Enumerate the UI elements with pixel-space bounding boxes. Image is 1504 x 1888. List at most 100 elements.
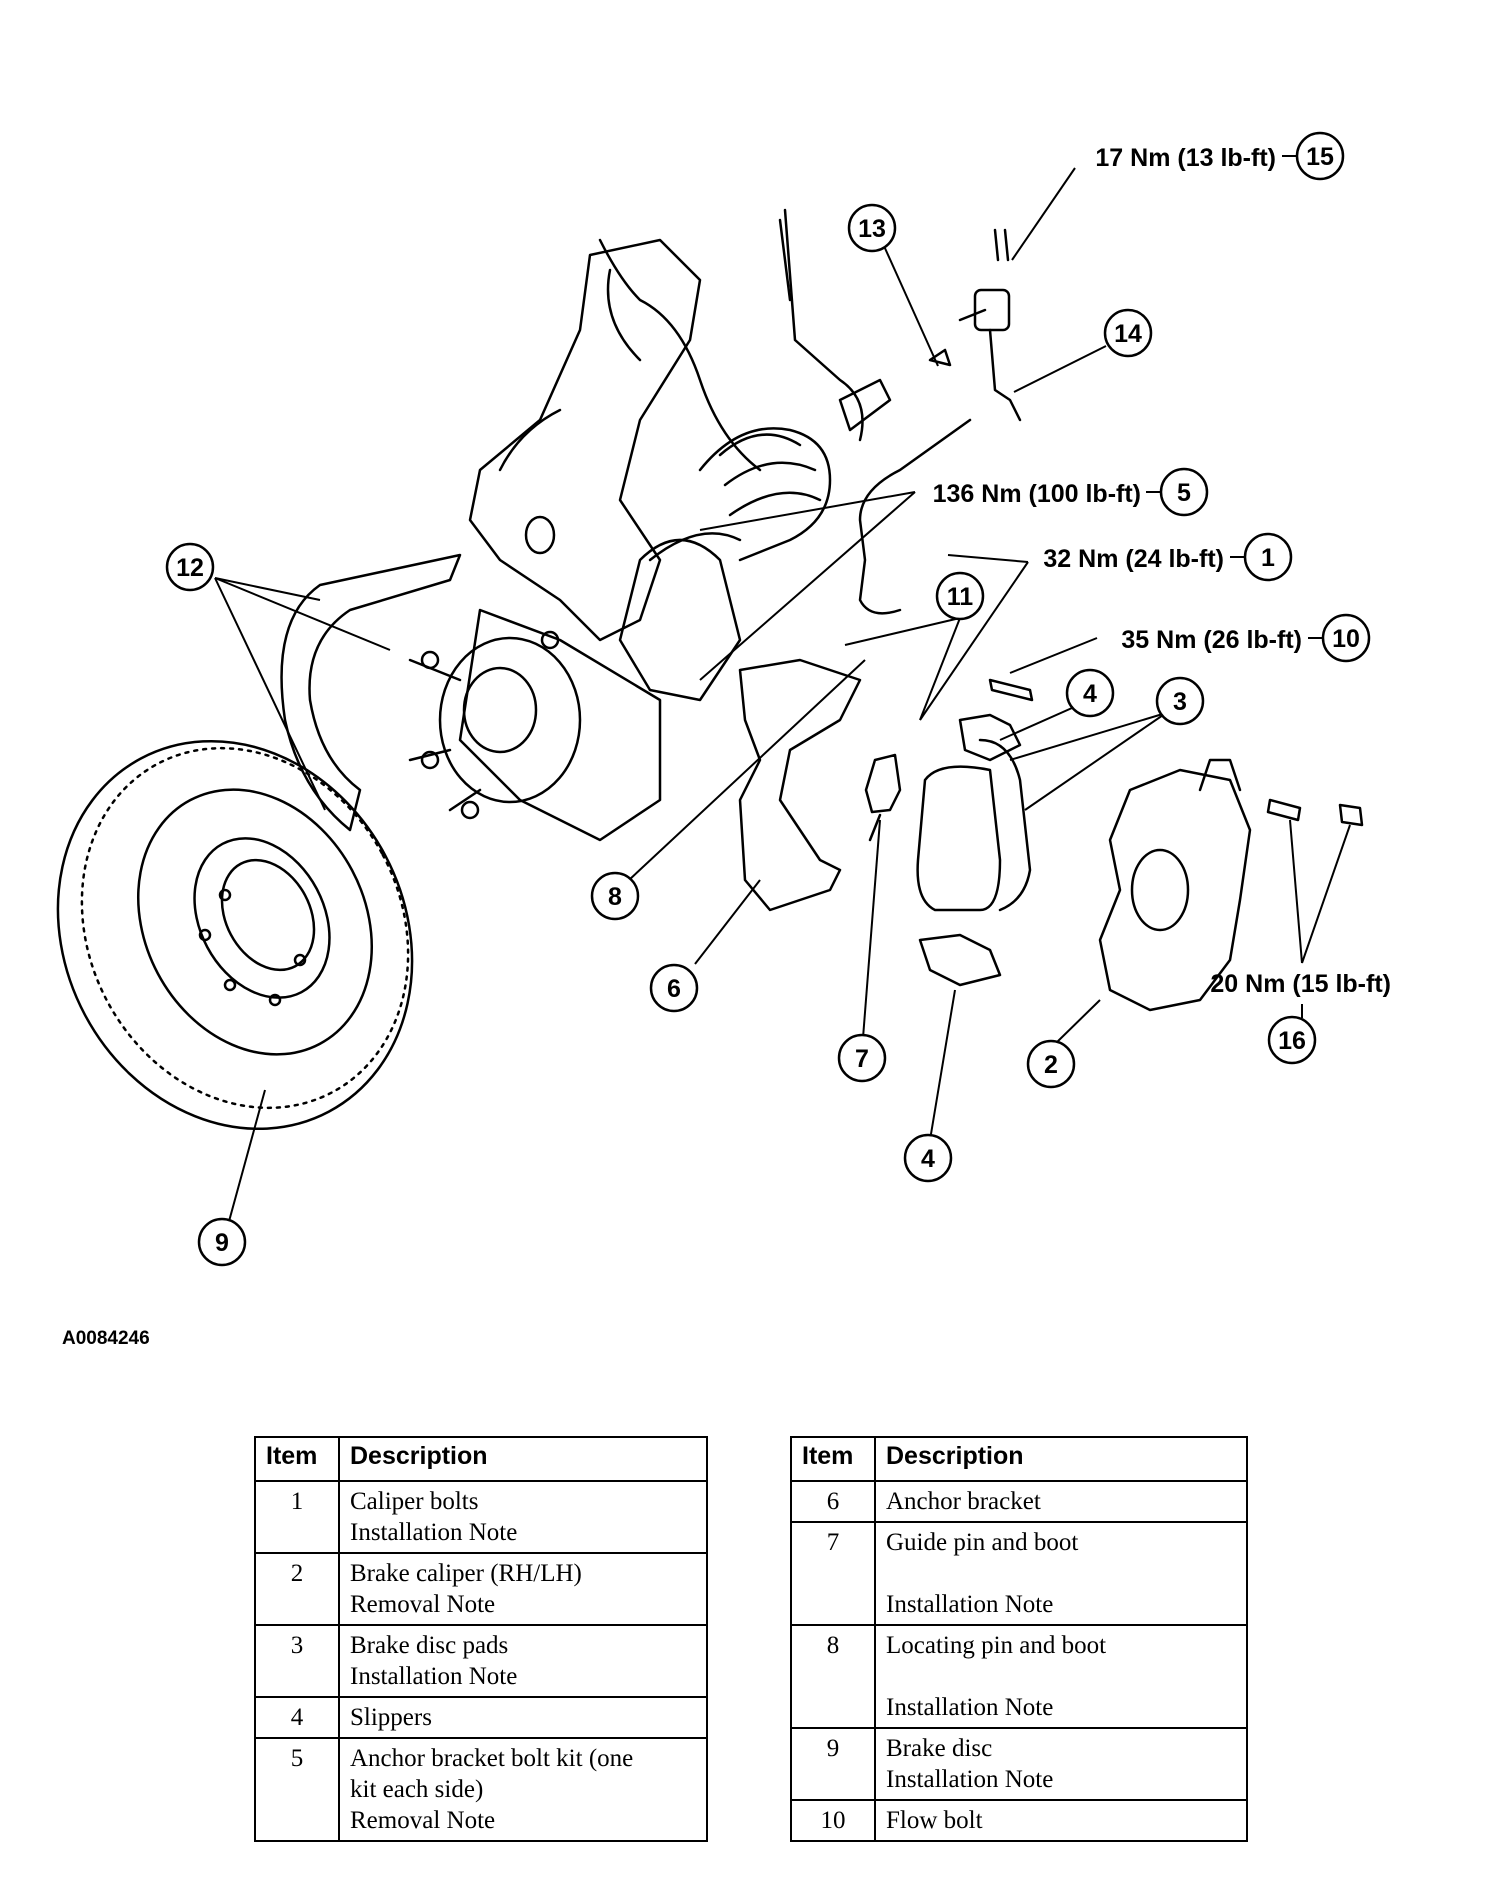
torque-labels: 17 Nm (13 lb-ft) 136 Nm (100 lb-ft) 32 N… xyxy=(933,144,1391,998)
item-number-cell: 5 xyxy=(254,1737,340,1842)
caliper-drawing xyxy=(1098,758,1252,1012)
description-line: Caliper bolts xyxy=(350,1488,479,1515)
exploded-brake-diagram: 17 Nm (13 lb-ft) 136 Nm (100 lb-ft) 32 N… xyxy=(56,131,1391,1267)
column-header-item: Item xyxy=(790,1436,876,1482)
item-number-cell: 3 xyxy=(254,1624,340,1698)
description-line: Locating pin and boot xyxy=(886,1632,1107,1659)
svg-text:13: 13 xyxy=(858,215,886,243)
item-number-cell: 8 xyxy=(790,1624,876,1729)
description-line: Installation Note xyxy=(886,1694,1054,1721)
callout-16: 16 xyxy=(1267,1015,1317,1065)
callout-11: 11 xyxy=(935,571,985,621)
column-header-description: Description xyxy=(874,1436,1248,1482)
description-line: kit each side) xyxy=(350,1776,484,1803)
table-row: 6 Anchor bracket xyxy=(790,1480,1248,1523)
description-line: Anchor bracket xyxy=(886,1488,1041,1515)
svg-text:14: 14 xyxy=(1114,320,1142,348)
callout-1: 1 xyxy=(1243,532,1293,582)
brake-disc-drawing xyxy=(56,739,414,1131)
torque-spec-10: 35 Nm (26 lb-ft) xyxy=(1121,626,1302,654)
svg-text:4: 4 xyxy=(921,1145,935,1173)
svg-text:16: 16 xyxy=(1278,1027,1306,1055)
column-header-item: Item xyxy=(254,1436,340,1482)
caliper-bolt-drawing xyxy=(988,678,1034,702)
torque-spec-16: 20 Nm (15 lb-ft) xyxy=(1210,970,1391,998)
description-line: Removal Note xyxy=(350,1807,496,1834)
callout-5: 5 xyxy=(1159,467,1209,517)
svg-text:7: 7 xyxy=(855,1045,869,1073)
description-cell: Anchor bracket xyxy=(874,1480,1248,1523)
item-number-cell: 6 xyxy=(790,1480,876,1523)
item-number-cell: 7 xyxy=(790,1521,876,1626)
description-cell: Guide pin and boot Installation Note xyxy=(874,1521,1248,1626)
svg-text:4: 4 xyxy=(1083,680,1097,708)
callout-13: 13 xyxy=(847,203,897,253)
item-number-cell: 2 xyxy=(254,1552,340,1626)
leader-lines xyxy=(214,167,1351,1226)
description-line: Brake disc pads xyxy=(350,1632,509,1659)
brake-hose-drawing xyxy=(858,418,972,615)
description-line xyxy=(886,1558,1236,1589)
description-line: Slippers xyxy=(350,1704,432,1731)
svg-text:1: 1 xyxy=(1261,544,1275,572)
callout-4-lower: 4 xyxy=(903,1133,953,1183)
table-header-row: Item Description xyxy=(254,1436,708,1482)
description-line: Anchor bracket bolt kit (one xyxy=(350,1745,634,1772)
description-cell: Flow bolt xyxy=(874,1799,1248,1842)
svg-text:12: 12 xyxy=(176,554,204,582)
figure-id: A0084246 xyxy=(62,1328,150,1349)
brake-pads-drawing xyxy=(916,738,1032,912)
table-header-row: Item Description xyxy=(790,1436,1248,1482)
torque-spec-5: 136 Nm (100 lb-ft) xyxy=(933,480,1141,508)
guide-pin-drawing xyxy=(864,753,902,842)
callout-2: 2 xyxy=(1026,1039,1076,1089)
callout-4-upper: 4 xyxy=(1065,668,1115,718)
driveshaft-boot-drawing xyxy=(648,378,892,562)
svg-text:8: 8 xyxy=(608,883,622,911)
abs-sensor-drawing xyxy=(928,228,1022,422)
description-line: Installation Note xyxy=(350,1519,518,1546)
svg-text:6: 6 xyxy=(667,975,681,1003)
description-cell: Brake caliper (RH/LH)Removal Note xyxy=(338,1552,708,1626)
item-number-cell: 10 xyxy=(790,1799,876,1842)
item-number-cell: 9 xyxy=(790,1727,876,1801)
guide-bolt-drawing xyxy=(1266,798,1364,827)
svg-text:11: 11 xyxy=(947,583,974,611)
callout-9: 9 xyxy=(197,1217,247,1267)
item-number-cell: 1 xyxy=(254,1480,340,1554)
description-line xyxy=(886,1661,1236,1692)
slipper-lower-drawing xyxy=(918,933,1002,987)
splash-shield-drawing xyxy=(280,553,462,832)
svg-text:5: 5 xyxy=(1177,479,1191,507)
slipper-upper-drawing xyxy=(958,713,1022,762)
table-row: 5 Anchor bracket bolt kit (one kit each si… xyxy=(254,1737,708,1842)
callout-8: 8 xyxy=(590,871,640,921)
torque-spec-15: 17 Nm (13 lb-ft) xyxy=(1095,144,1276,172)
callout-14: 14 xyxy=(1103,308,1153,358)
description-line: Brake disc xyxy=(886,1735,993,1762)
callout-12: 12 xyxy=(165,542,215,592)
description-line: Installation Note xyxy=(886,1766,1054,1793)
description-cell: Locating pin and boot Installation Note xyxy=(874,1624,1248,1729)
callout-3: 3 xyxy=(1155,676,1205,726)
callout-7: 7 xyxy=(837,1033,887,1083)
svg-text:9: 9 xyxy=(215,1229,229,1257)
svg-text:15: 15 xyxy=(1306,143,1334,171)
torque-spec-1: 32 Nm (24 lb-ft) xyxy=(1043,545,1224,573)
svg-text:3: 3 xyxy=(1173,688,1187,716)
column-header-description: Description xyxy=(338,1436,708,1482)
